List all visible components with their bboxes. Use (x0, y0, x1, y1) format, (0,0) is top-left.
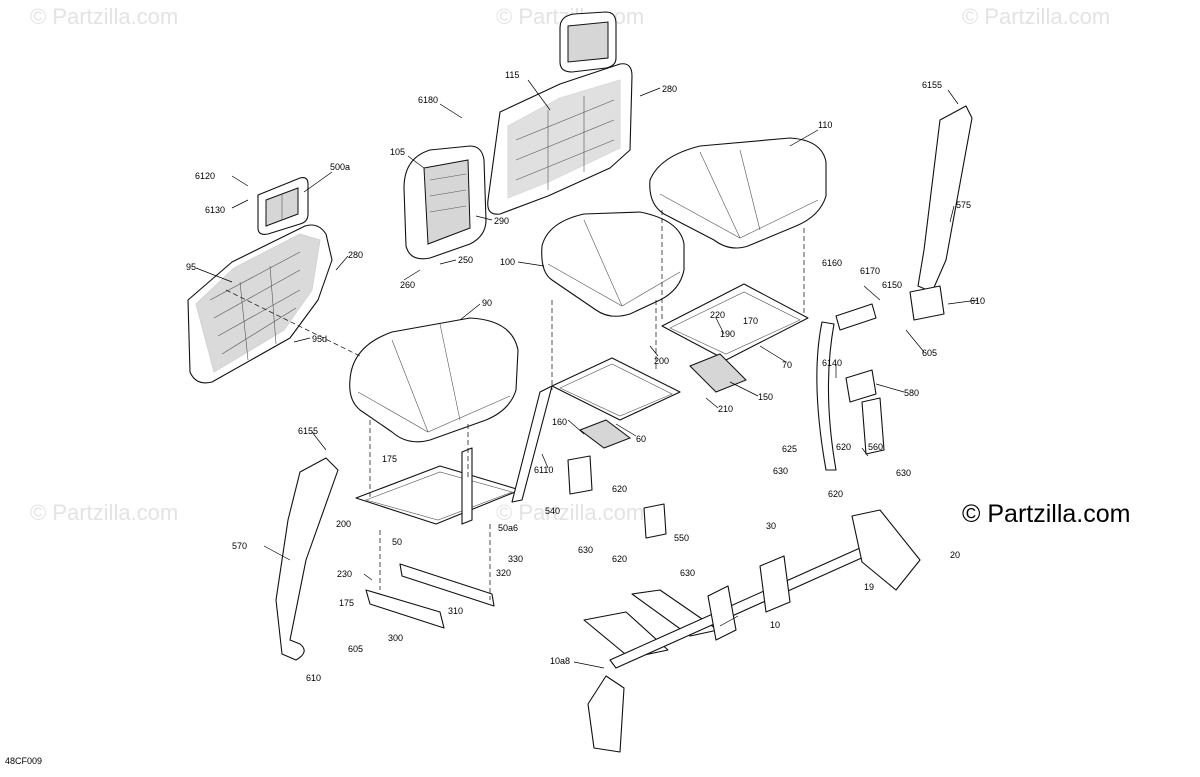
left-backrest (187, 224, 333, 384)
callout-605-left[interactable]: 605 (348, 644, 363, 654)
callout-6130[interactable]: 6130 (205, 205, 225, 215)
left-headrest (257, 177, 309, 235)
callout-540[interactable]: 540 (545, 506, 560, 516)
base-frame (583, 509, 921, 753)
seat-belts (275, 105, 973, 661)
callout-570[interactable]: 570 (232, 541, 247, 551)
alignment-lines (225, 210, 805, 600)
callout-175-bottom[interactable]: 175 (339, 598, 354, 608)
callout-190[interactable]: 190 (720, 329, 735, 339)
callout-580[interactable]: 580 (904, 388, 919, 398)
callout-630-b[interactable]: 630 (896, 468, 911, 478)
seat-frames (355, 283, 809, 525)
callout-610-right[interactable]: 610 (970, 296, 985, 306)
callout-200-center[interactable]: 200 (654, 356, 669, 366)
right-backrest (487, 63, 633, 215)
callout-175-top[interactable]: 175 (382, 454, 397, 464)
callout-610-left[interactable]: 610 (306, 673, 321, 683)
callout-220[interactable]: 220 (710, 310, 725, 320)
cushion-110 (649, 137, 827, 249)
callout-60[interactable]: 60 (636, 434, 646, 444)
callout-550[interactable]: 550 (674, 533, 689, 543)
callout-6140[interactable]: 6140 (822, 358, 842, 368)
callout-605-right[interactable]: 605 (922, 348, 937, 358)
callout-90[interactable]: 90 (482, 298, 492, 308)
callout-6160[interactable]: 6160 (822, 258, 842, 268)
callout-620-d[interactable]: 620 (612, 554, 627, 564)
callout-200-left[interactable]: 200 (336, 519, 351, 529)
callout-6180[interactable]: 6180 (418, 95, 438, 105)
callout-115[interactable]: 115 (505, 70, 519, 80)
callout-330[interactable]: 330 (508, 554, 523, 564)
callout-630-d[interactable]: 630 (680, 568, 695, 578)
callout-620-c[interactable]: 620 (828, 489, 843, 499)
callout-95d[interactable]: 95d (312, 334, 327, 344)
callout-30[interactable]: 30 (766, 521, 776, 531)
partzilla-copyright: © Partzilla.com (962, 500, 1130, 528)
callout-320[interactable]: 320 (496, 568, 511, 578)
callout-labels: 115 280 6180 105 110 6155 6120 500a 6130… (186, 70, 985, 683)
callout-160[interactable]: 160 (552, 417, 567, 427)
callout-19[interactable]: 19 (864, 582, 874, 592)
callout-20[interactable]: 20 (950, 550, 960, 560)
callout-110[interactable]: 110 (818, 120, 832, 130)
callout-625[interactable]: 625 (782, 444, 797, 454)
callout-210[interactable]: 210 (718, 404, 733, 414)
cushion-100 (541, 211, 685, 317)
callout-300[interactable]: 300 (388, 633, 403, 643)
callout-230[interactable]: 230 (337, 569, 352, 579)
callout-560[interactable]: 560 (868, 442, 883, 452)
leader-lines (195, 79, 979, 669)
callout-50[interactable]: 50 (392, 537, 402, 547)
callout-100[interactable]: 100 (500, 257, 515, 267)
callout-170[interactable]: 170 (743, 316, 758, 326)
diagram-code: 48CF009 (5, 756, 42, 766)
watermark-mid-left: © Partzilla.com (30, 500, 178, 525)
callout-95[interactable]: 95 (186, 262, 196, 272)
callout-290[interactable]: 290 (494, 216, 509, 226)
callout-10[interactable]: 10 (770, 620, 780, 630)
rails (365, 353, 747, 629)
callout-260[interactable]: 260 (400, 280, 415, 290)
callout-575[interactable]: 575 (956, 200, 971, 210)
callout-10a8[interactable]: 10a8 (550, 656, 570, 666)
callout-50a6[interactable]: 50a6 (498, 523, 518, 533)
callout-500a[interactable]: 500a (330, 162, 350, 172)
cushion-90 (349, 317, 519, 443)
callout-280-left[interactable]: 280 (348, 250, 363, 260)
callout-70[interactable]: 70 (782, 360, 792, 370)
callout-250[interactable]: 250 (458, 255, 473, 265)
callout-6150[interactable]: 6150 (882, 280, 902, 290)
right-headrest (559, 11, 617, 73)
callout-310[interactable]: 310 (448, 606, 463, 616)
callout-105[interactable]: 105 (390, 147, 405, 157)
center-backrest (403, 145, 487, 260)
callout-280-top[interactable]: 280 (662, 84, 677, 94)
callout-630-a[interactable]: 630 (773, 466, 788, 476)
callout-620-b[interactable]: 620 (612, 484, 627, 494)
callout-6170[interactable]: 6170 (860, 266, 880, 276)
watermark-top-left: © Partzilla.com (30, 4, 178, 29)
callout-620-a[interactable]: 620 (836, 442, 851, 452)
callout-6155-left[interactable]: 6155 (298, 426, 318, 436)
callout-6155-right[interactable]: 6155 (922, 80, 942, 90)
callout-630-c[interactable]: 630 (578, 545, 593, 555)
callout-6110[interactable]: 6110 (534, 465, 553, 475)
watermark-mid-center: © Partzilla.com (496, 500, 644, 525)
watermark-top-right: © Partzilla.com (962, 4, 1110, 29)
callout-6120[interactable]: 6120 (195, 171, 215, 181)
callout-150[interactable]: 150 (758, 392, 773, 402)
